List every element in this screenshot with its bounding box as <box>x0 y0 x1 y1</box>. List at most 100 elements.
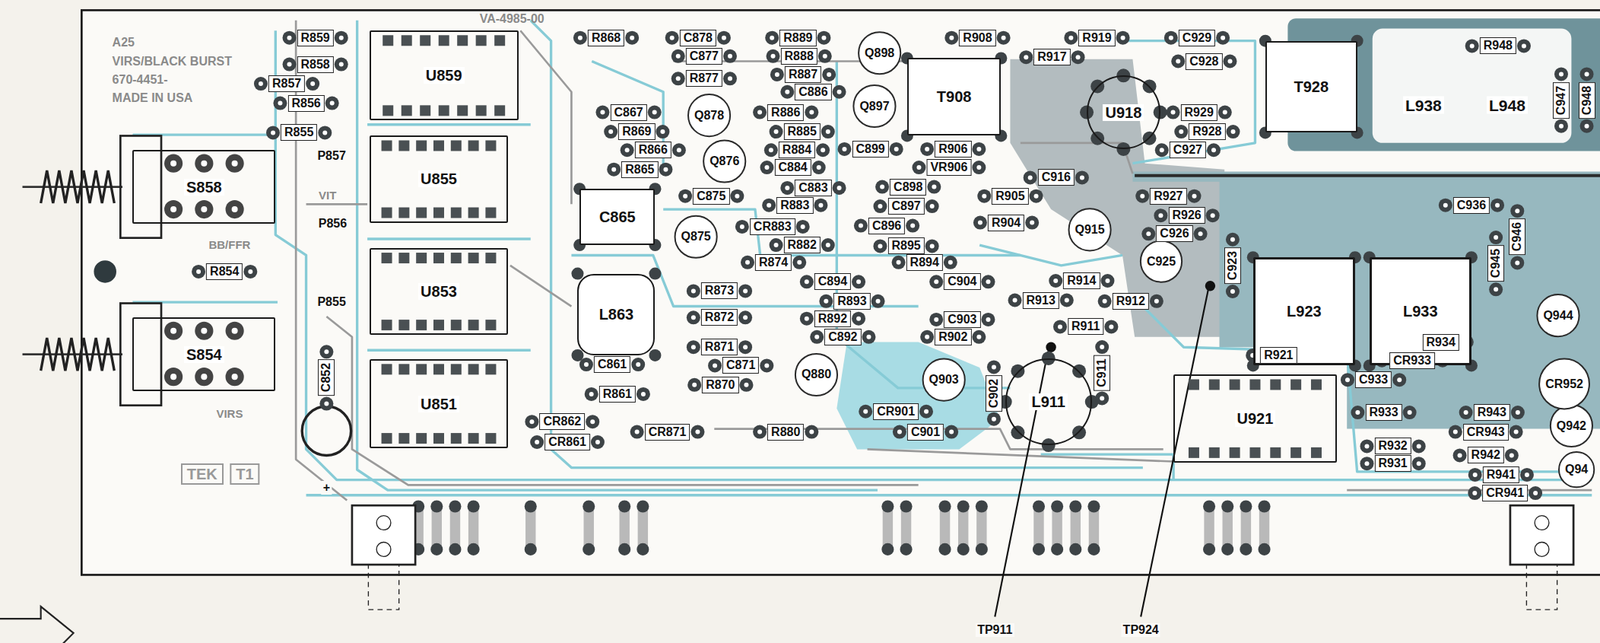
ic-pin <box>381 252 393 264</box>
connector-name: VIT <box>317 189 338 201</box>
pad <box>761 198 776 213</box>
pad <box>590 434 605 449</box>
pad <box>194 321 213 340</box>
pad <box>1075 170 1089 185</box>
pad <box>1072 425 1086 439</box>
pad <box>648 267 661 280</box>
ic-pin <box>433 363 445 375</box>
pad-hole <box>676 53 681 59</box>
pad-hole <box>1364 460 1369 466</box>
pad <box>752 425 767 439</box>
pad <box>1554 66 1569 81</box>
pad-hole <box>814 334 820 340</box>
part-label: R941 <box>1482 466 1520 483</box>
pad <box>325 96 340 111</box>
pad-hole <box>1509 452 1515 458</box>
pad-hole <box>837 185 842 191</box>
pad-hole <box>277 101 283 106</box>
back-trace <box>867 448 1175 461</box>
pad <box>1509 425 1524 439</box>
pad-hole <box>985 279 991 284</box>
pad <box>837 142 851 156</box>
part-label: C861 <box>593 355 631 373</box>
part-label: R861 <box>599 385 636 403</box>
pad <box>1141 226 1156 241</box>
pad-hole <box>1584 123 1590 129</box>
pad <box>892 425 907 439</box>
part-label: R871 <box>701 338 738 356</box>
pad <box>1511 405 1525 420</box>
component-designator: T908 <box>934 88 975 105</box>
pad-hole <box>200 327 207 334</box>
reference-label: + <box>321 480 332 495</box>
pad <box>770 67 785 82</box>
component-outline: S854 <box>132 317 276 391</box>
pad-hole <box>1001 35 1007 41</box>
ic-pin <box>381 363 393 375</box>
ic-pin <box>476 34 487 46</box>
pad <box>900 500 913 513</box>
pad <box>266 125 280 140</box>
pad <box>686 339 701 354</box>
pad-hole <box>1558 71 1564 77</box>
part-label: CR861 <box>544 433 591 451</box>
part-label: R905 <box>991 187 1029 205</box>
pad-hole <box>924 334 930 340</box>
pad <box>1218 105 1232 120</box>
round-component: L911 <box>1005 358 1093 445</box>
part-label: C896 <box>868 217 905 235</box>
pad <box>305 76 320 91</box>
pad <box>1517 38 1531 53</box>
pad-hole <box>930 203 935 209</box>
pad <box>1029 189 1044 204</box>
part-label: R880 <box>767 423 804 441</box>
transistor-outline <box>795 353 838 396</box>
pad-hole <box>745 260 750 265</box>
pad <box>815 142 830 157</box>
pad <box>1032 500 1045 513</box>
pad <box>665 31 680 45</box>
inductor-label: L938 <box>1403 96 1445 115</box>
pad-hole <box>804 279 810 284</box>
pad-hole <box>1158 212 1163 218</box>
pad <box>671 71 686 86</box>
pad <box>273 96 287 111</box>
part-label: C875 <box>692 187 730 205</box>
pad <box>1206 142 1221 157</box>
ic-pin <box>450 207 462 219</box>
ic-pin <box>433 207 445 219</box>
mounting-hole <box>93 260 117 283</box>
part-label: C884 <box>774 158 811 176</box>
pad <box>243 264 258 279</box>
pad-hole <box>1469 43 1475 48</box>
pad <box>1098 294 1112 308</box>
pad-hole <box>170 373 177 380</box>
pad <box>225 154 245 173</box>
pad-hole <box>323 349 329 354</box>
pad-hole <box>856 279 861 284</box>
pad-hole <box>856 316 861 321</box>
ic-pin <box>468 139 480 151</box>
pad-hole <box>231 206 239 213</box>
pad <box>1206 208 1220 223</box>
board-artwork <box>0 9 1600 643</box>
screw <box>376 515 391 531</box>
pad-hole <box>771 53 776 59</box>
pad <box>448 500 461 513</box>
pad-hole <box>800 224 806 229</box>
part-label: R926 <box>1168 206 1205 224</box>
transistor-outline <box>853 85 896 127</box>
pad-hole <box>1407 409 1413 415</box>
pad-hole <box>879 184 885 190</box>
pad <box>1174 124 1188 139</box>
part-label: C886 <box>794 83 832 101</box>
part-label: R893 <box>833 292 870 310</box>
pad <box>467 542 480 556</box>
pad <box>1488 282 1503 296</box>
pad <box>796 219 810 234</box>
ic-pin <box>494 104 505 116</box>
pad <box>524 500 537 513</box>
pad <box>735 219 750 234</box>
ic-pin <box>468 207 480 219</box>
pad-hole <box>1120 35 1126 41</box>
